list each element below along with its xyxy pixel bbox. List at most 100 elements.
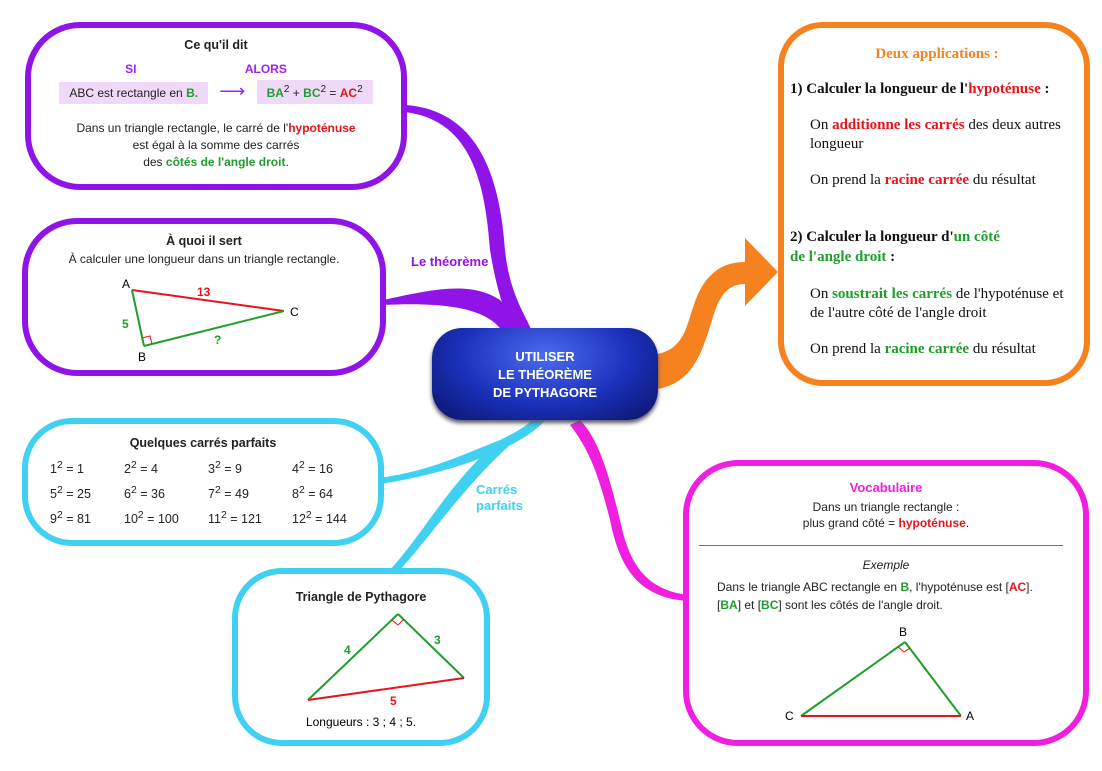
value: 64 <box>319 487 333 502</box>
base: 7 <box>208 487 215 502</box>
exp: 2 <box>214 485 221 497</box>
label-ac: 13 <box>197 285 211 299</box>
exemple-text: Dans le triangle ABC rectangle en B, l'h… <box>717 578 1083 614</box>
box-title: À quoi il sert <box>166 234 242 248</box>
square-item: 102 = 100 <box>124 510 179 527</box>
label-c: C <box>290 305 299 319</box>
triangle-vocab: B C A <box>785 625 974 723</box>
branch-sert <box>383 288 525 345</box>
e: ] et [ <box>737 598 762 612</box>
box-a-quoi-il-sert: À quoi il sert À calculer une longueur d… <box>22 218 386 376</box>
exp: 2 <box>56 460 63 471</box>
exp: 2 <box>137 510 144 522</box>
exp: 2 <box>298 485 305 497</box>
square-item: 42 = 16 <box>292 460 333 477</box>
value: 25 <box>77 487 91 502</box>
caption: Longueurs : 3 ; 4 ; 5. <box>306 715 416 729</box>
square-item: 122 = 144 <box>292 510 347 527</box>
e: ]. <box>1026 580 1033 594</box>
label-c: C <box>785 709 794 723</box>
e: Dans le triangle ABC rectangle en <box>717 580 901 594</box>
e: l'hypoténuse est [ <box>912 580 1009 594</box>
label-a: A <box>966 709 974 723</box>
box-title: Quelques carrés parfaits <box>129 436 277 450</box>
label-b: B <box>899 625 907 639</box>
label-3: 3 <box>434 633 441 647</box>
h1: 1) Calculer la longueur de l' <box>790 81 969 97</box>
condition-b: B. <box>186 86 199 100</box>
p: On prend la <box>810 172 885 188</box>
exp: 2 <box>298 460 305 471</box>
p: du résultat <box>969 341 1036 357</box>
p-red: racine carrée <box>884 172 970 188</box>
base: 3 <box>208 462 215 477</box>
f-eq: = <box>326 86 340 100</box>
branch-triangle <box>385 440 510 578</box>
value: 144 <box>325 512 347 527</box>
box-triangle-pythagore: Triangle de Pythagore 4 3 5 Longueurs : … <box>232 568 490 746</box>
value: 4 <box>151 462 158 477</box>
square-item: 32 = 9 <box>208 460 242 477</box>
label-ab: 5 <box>122 317 129 331</box>
value: 121 <box>241 512 262 527</box>
box-title: Vocabulaire <box>849 480 923 495</box>
center-line: LE THÉORÈME <box>498 367 592 382</box>
base: 12 <box>292 512 306 527</box>
formula: BA2 + BC2 = AC2 <box>256 80 373 104</box>
e-ba: BA <box>720 598 738 612</box>
square-item: 82 = 64 <box>292 485 333 502</box>
box-title: Deux applications : <box>875 46 999 62</box>
triangle-345: 4 3 5 Longueurs : 3 ; 4 ; 5. <box>306 613 465 729</box>
v2-red: hypoténuse <box>898 516 966 530</box>
v2-end: . <box>965 516 970 530</box>
p: On prend la <box>810 341 885 357</box>
h2: 2) Calculer la longueur d' <box>790 229 954 245</box>
p-green: soustrait les carrés <box>832 286 953 302</box>
p: de l'hypoténuse et de l'autre côté de l'… <box>810 286 1064 321</box>
box-vocabulaire: Vocabulaire Dans un triangle rectangle :… <box>683 460 1089 746</box>
box-title: Ce qu'il dit <box>184 38 248 52</box>
square-item: 62 = 36 <box>124 485 165 502</box>
t1: Dans un triangle rectangle, le carré de … <box>76 121 289 135</box>
e-ac: AC <box>1008 580 1027 594</box>
value: 81 <box>77 512 91 527</box>
condition-text: ABC est rectangle en <box>69 86 187 100</box>
box-text: À calculer une longueur dans un triangle… <box>68 252 340 266</box>
divider <box>699 545 1063 546</box>
t3-green: côtés de l'angle droit <box>165 155 286 169</box>
square-item: 92 = 81 <box>50 510 91 527</box>
e: [ <box>717 598 721 612</box>
base: 11 <box>208 512 221 527</box>
exemple-label: Exemple <box>862 558 910 572</box>
e-bc: BC <box>761 598 779 612</box>
base: 9 <box>50 512 57 527</box>
branch-vocab <box>570 420 688 601</box>
label-b: B <box>138 350 146 364</box>
value: 100 <box>157 512 179 527</box>
p: des deux autres longueur <box>810 117 1061 152</box>
base: 10 <box>124 512 138 527</box>
e: ] sont les côtés de l'angle droit. <box>778 598 943 612</box>
p: On <box>810 117 833 133</box>
f-ba: BA <box>266 86 284 100</box>
box-deux-applications: Deux applications : 1) Calculer la longu… <box>778 22 1090 386</box>
label-4: 4 <box>344 643 351 657</box>
t3-end: . <box>285 155 289 169</box>
base: 1 <box>50 462 57 477</box>
e-b: B <box>900 580 910 594</box>
square-item: 72 = 49 <box>208 485 249 502</box>
p: On <box>810 286 833 302</box>
h1-red: hypoténuse <box>968 81 1041 97</box>
square-item: 112 = 121 <box>208 510 262 527</box>
f-sup: 2 <box>357 84 363 95</box>
h2-end: : <box>886 249 896 265</box>
f-ac: AC <box>339 86 358 100</box>
t1-red: hypoténuse <box>288 121 356 135</box>
value: 9 <box>235 462 242 477</box>
base: 8 <box>292 487 299 502</box>
center-node[interactable]: UTILISER LE THÉORÈME DE PYTHAGORE <box>432 328 658 420</box>
l1: Carrés <box>476 482 518 497</box>
